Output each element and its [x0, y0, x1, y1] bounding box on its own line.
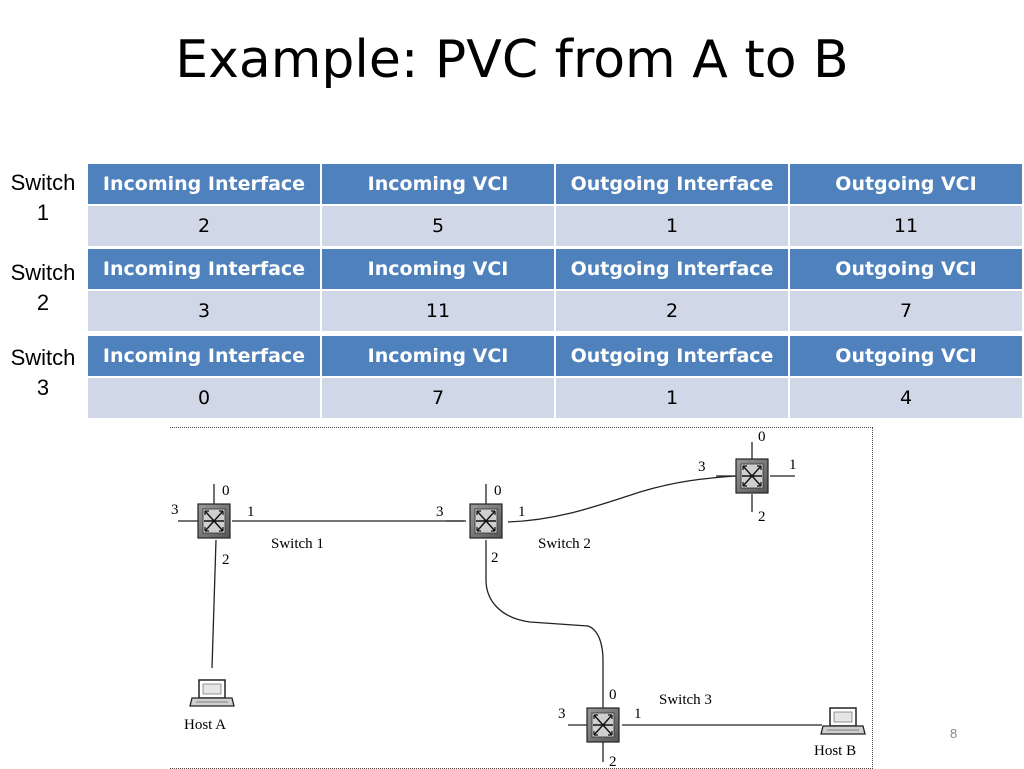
page-number: 8 [950, 726, 958, 741]
host-a-label: Host A [184, 717, 226, 733]
table-row: 3 11 2 7 [86, 289, 1024, 333]
switch-2-label-number: 2 [36, 290, 50, 315]
header-incoming-interface: Incoming Interface [86, 334, 322, 378]
slide-title: Example: PVC from A to B [175, 30, 849, 90]
switch1-port-1: 1 [247, 504, 255, 520]
table-row: 2 5 1 11 [86, 204, 1024, 248]
unnamed-switch-icon [735, 458, 769, 494]
switch-1-label-word: Switch [10, 170, 76, 195]
cell-incoming-interface: 2 [86, 204, 322, 248]
switch1-port-3: 3 [171, 502, 179, 518]
switch-1-label-number: 1 [36, 200, 50, 225]
switch-3-label-word: Switch [10, 345, 76, 370]
cell-incoming-interface: 0 [86, 376, 322, 420]
header-incoming-vci: Incoming VCI [320, 334, 556, 378]
top-switch-port-0: 0 [758, 429, 766, 445]
host-b-label: Host B [814, 743, 856, 759]
header-outgoing-interface: Outgoing Interface [554, 334, 790, 378]
switch3-port-2: 2 [609, 754, 617, 768]
switch3-port-0: 0 [609, 687, 617, 703]
switch-2-diagram-label: Switch 2 [538, 536, 591, 552]
table-header-row: Incoming Interface Incoming VCI Outgoing… [86, 162, 1024, 206]
header-incoming-interface: Incoming Interface [86, 162, 322, 206]
switch-1-table-label: Switch 1 [0, 168, 86, 228]
host-b-computer-icon [820, 707, 866, 735]
header-incoming-interface: Incoming Interface [86, 247, 322, 291]
switch-1-icon [197, 503, 231, 539]
cell-outgoing-interface: 1 [554, 204, 790, 248]
switch3-port-3: 3 [558, 706, 566, 722]
switch1-port-0: 0 [222, 483, 230, 499]
switch2-port-3: 3 [436, 504, 444, 520]
top-switch-port-1: 1 [789, 457, 797, 473]
table-header-row: Incoming Interface Incoming VCI Outgoing… [86, 334, 1024, 378]
link-hostA-switch1 [211, 539, 217, 669]
header-outgoing-vci: Outgoing VCI [788, 162, 1024, 206]
cell-outgoing-vci: 7 [788, 289, 1024, 333]
header-outgoing-vci: Outgoing VCI [788, 247, 1024, 291]
switch-2-table-label: Switch 2 [0, 258, 86, 318]
header-incoming-vci: Incoming VCI [320, 162, 556, 206]
switch-1-diagram-label: Switch 1 [271, 536, 324, 552]
switch1-port-2: 2 [222, 552, 230, 568]
link-switch2-top-switch [507, 475, 736, 523]
table-header-row: Incoming Interface Incoming VCI Outgoing… [86, 247, 1024, 291]
top-switch-port-2: 2 [758, 509, 766, 525]
switch2-port-1: 1 [518, 504, 526, 520]
cell-outgoing-vci: 11 [788, 204, 1024, 248]
header-outgoing-vci: Outgoing VCI [788, 334, 1024, 378]
switch-3-icon [586, 707, 620, 743]
switch-3-table-label: Switch 3 [0, 343, 86, 403]
switch2-port-2: 2 [491, 550, 499, 566]
table-row: 0 7 1 4 [86, 376, 1024, 420]
switch-2-table: Incoming Interface Incoming VCI Outgoing… [86, 247, 1024, 333]
host-a-computer-icon [189, 679, 235, 707]
switch2-port-0: 0 [494, 483, 502, 499]
cell-incoming-vci: 5 [320, 204, 556, 248]
switch-1-table: Incoming Interface Incoming VCI Outgoing… [86, 162, 1024, 248]
header-outgoing-interface: Outgoing Interface [554, 247, 790, 291]
switch-3-diagram-label: Switch 3 [659, 692, 712, 708]
cell-incoming-interface: 3 [86, 289, 322, 333]
header-outgoing-interface: Outgoing Interface [554, 162, 790, 206]
switch-2-icon [469, 503, 503, 539]
switch-3-table: Incoming Interface Incoming VCI Outgoing… [86, 334, 1024, 420]
switch3-port-1: 1 [634, 706, 642, 722]
cell-incoming-vci: 11 [320, 289, 556, 333]
cell-outgoing-interface: 1 [554, 376, 790, 420]
cell-outgoing-interface: 2 [554, 289, 790, 333]
header-incoming-vci: Incoming VCI [320, 247, 556, 291]
switch-3-label-number: 3 [36, 375, 50, 400]
link-switch2-switch3 [485, 540, 604, 708]
cell-outgoing-vci: 4 [788, 376, 1024, 420]
cell-incoming-vci: 7 [320, 376, 556, 420]
top-switch-port-3: 3 [698, 459, 706, 475]
switch-2-label-word: Switch [10, 260, 76, 285]
